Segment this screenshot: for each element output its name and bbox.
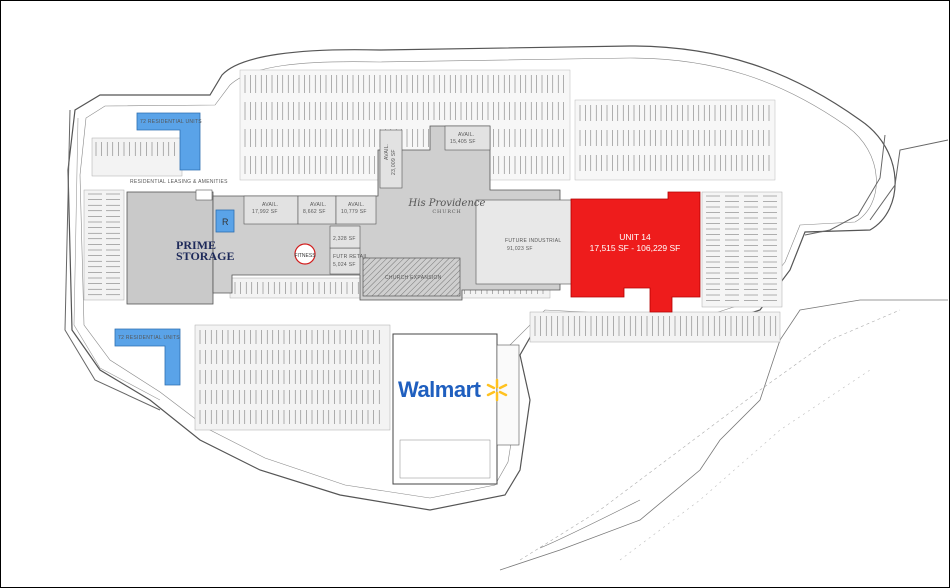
church-logo: His Providence CHURCH	[402, 199, 492, 217]
east-road-edge	[869, 139, 949, 221]
avail-2-label: AVAIL.	[310, 202, 327, 208]
r-marker: R	[222, 217, 229, 227]
parking-west	[83, 189, 125, 301]
residential-amenity-building	[215, 209, 235, 233]
amenities-label: RESIDENTIAL LEASING & AMENITIES	[130, 179, 228, 185]
parking-northwest	[91, 137, 183, 177]
unit-14-callout: UNIT 14 17,515 SF - 106,229 SF	[572, 232, 698, 254]
property-boundary	[67, 45, 896, 511]
church-expansion	[362, 257, 461, 297]
small-space	[329, 225, 361, 249]
prime-storage-logo: PRIME STORAGE	[176, 238, 256, 263]
inner-boundary	[79, 57, 877, 499]
fitness-badge	[294, 243, 316, 265]
residential-label-south: 72 RESIDENTIAL UNITS	[118, 335, 180, 341]
future-industrial-area: 91,023 SF	[507, 246, 533, 252]
amenity-small	[195, 189, 213, 201]
church-expansion-label: CHURCH EXPANSION	[385, 275, 442, 281]
avail-space-5	[379, 129, 403, 189]
prime-storage-line2: STORAGE	[176, 249, 235, 263]
avail-space-3	[335, 195, 377, 225]
walmart-wordmark: Walmart	[398, 377, 481, 402]
residential-block-north	[136, 112, 201, 171]
walmart-logo: Walmart	[398, 375, 518, 405]
dashed-trail-2	[619, 369, 871, 561]
unit-14-space	[570, 191, 701, 313]
walmart-inner	[399, 439, 491, 479]
parking-east	[701, 191, 783, 308]
avail-3-area: 10,779 SF	[341, 209, 367, 215]
parking-walmart	[194, 324, 391, 431]
avail-1-area: 17,992 SF	[252, 209, 278, 215]
avail-space-4	[444, 125, 491, 151]
avail-2-area: 8,662 SF	[303, 209, 326, 215]
future-retail	[329, 247, 361, 275]
small-space-area: 2,328 SF	[333, 236, 356, 242]
prime-storage-line1: PRIME	[176, 238, 216, 252]
fitness-label: FITNESS	[294, 253, 316, 259]
future-industrial	[475, 199, 573, 285]
future-retail-area: 5,024 SF	[333, 262, 356, 268]
avail-space-1	[243, 195, 299, 225]
church-subtitle: CHURCH	[432, 209, 462, 215]
unit-14-title: UNIT 14	[619, 232, 651, 242]
future-industrial-label: FUTURE INDUSTRIAL	[505, 238, 562, 244]
dashed-trail	[519, 309, 901, 561]
future-retail-label: FUTR RETAIL	[333, 254, 368, 260]
avail-1-label: AVAIL.	[262, 202, 279, 208]
avail-5-label: AVAIL.	[384, 143, 390, 160]
avail-4-label: AVAIL.	[458, 132, 475, 138]
south-road	[499, 299, 948, 571]
east-road	[804, 134, 886, 236]
avail-3-label: AVAIL.	[348, 202, 365, 208]
west-road-inner	[73, 117, 161, 401]
residential-label-north: 72 RESIDENTIAL UNITS	[140, 119, 202, 125]
west-road	[64, 109, 161, 411]
parking-south-east	[529, 311, 781, 343]
residential-block-south	[114, 328, 181, 386]
prime-storage-building	[126, 191, 214, 305]
avail-5-area: 23,009 SF	[391, 149, 397, 175]
unit-14-area: 17,515 SF - 106,229 SF	[589, 243, 681, 253]
avail-4-area: 15,405 SF	[450, 139, 476, 145]
walmart-spark-icon	[486, 378, 508, 402]
south-road-edge	[539, 499, 641, 549]
avail-space-2	[297, 195, 337, 225]
church-name: His Providence	[408, 198, 486, 209]
parking-north	[239, 69, 776, 181]
